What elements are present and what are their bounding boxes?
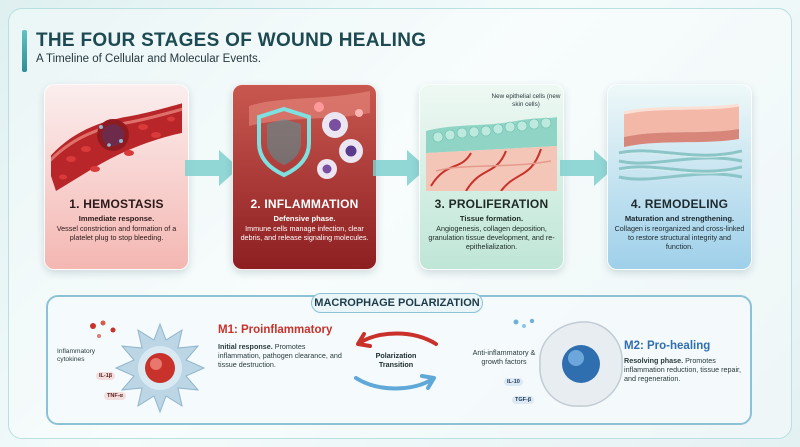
m1-macrophage-icon [114, 322, 206, 414]
stage-card-hemostasis: 1. HEMOSTASIS Immediate response. Vessel… [44, 84, 189, 270]
arrow-right-icon [185, 150, 239, 186]
shield-immune-cells-icon [249, 91, 370, 179]
stage-title: 2. INFLAMMATION [250, 197, 359, 211]
m1-factor-label: Inflammatory cytokines [57, 348, 96, 363]
stage-description: Collagen is reorganized and cross-linked… [614, 224, 745, 251]
stage-description: Angiogenesis, collagen deposition, granu… [428, 224, 555, 251]
tissue-layers-icon [426, 117, 557, 191]
stage-subtitle: Defensive phase. [273, 214, 336, 223]
blood-vessel-clot-icon [51, 103, 182, 191]
stage-description: Immune cells manage infection, clear deb… [240, 224, 369, 242]
m1-tag: IL-1β [96, 372, 116, 380]
stage-card-proliferation: New epithelial cells (new skin cells) 3.… [419, 84, 564, 270]
polarization-transition-arrows-icon [354, 331, 438, 391]
page-subtitle: A Timeline of Cellular and Molecular Eve… [36, 53, 261, 65]
macrophage-panel-label: MACROPHAGE POLARIZATION [311, 293, 483, 313]
growth-factor-particles-icon [513, 318, 535, 328]
polarization-transition-label: Polarization Transition [375, 351, 417, 369]
pathogen-particles-icon [90, 320, 116, 338]
stage-title: 4. REMODELING [630, 197, 729, 211]
title-accent-bar [22, 30, 27, 72]
m1-description: Initial response. Promotes inflammation,… [218, 342, 348, 369]
m1-desc-text: Promotes inflammation, pathogen clearanc… [218, 342, 342, 369]
m1-title: M1: Proinflammatory [218, 324, 333, 336]
m2-title: M2: Pro-healing [624, 340, 711, 352]
stage-subtitle: Maturation and strengthening. [624, 214, 735, 223]
arrow-right-icon [373, 150, 427, 186]
stage-subtitle: Tissue formation. [459, 214, 524, 223]
stage-title: 3. PROLIFERATION [434, 197, 549, 211]
arrow-right-icon [560, 150, 614, 186]
stage-card-inflammation: 2. INFLAMMATION Defensive phase. Immune … [232, 84, 377, 270]
page-title: THE FOUR STAGES OF WOUND HEALING [36, 30, 427, 51]
stage-title: 1. HEMOSTASIS [69, 197, 164, 211]
m2-macrophage-icon [539, 321, 623, 407]
m2-factor-label: Anti-inflammatory & growth factors [472, 348, 536, 366]
m2-tag: IL-10 [504, 378, 523, 386]
m1-subtitle: Initial response. [218, 342, 273, 351]
new-skin-cells-callout: New epithelial cells (new skin cells) [491, 93, 561, 108]
m2-description: Resolving phase. Promotes inflammation r… [624, 356, 744, 383]
collagen-fibers-icon [618, 103, 743, 181]
stage-card-remodeling: 4. REMODELING Maturation and strengtheni… [607, 84, 752, 270]
stage-description: Vessel constriction and formation of a p… [56, 224, 177, 242]
m2-subtitle: Resolving phase. [624, 356, 684, 365]
stage-subtitle: Immediate response. [78, 214, 155, 223]
m1-tag: TNF-α [104, 392, 126, 400]
m2-tag: TGF-β [512, 396, 535, 404]
m2-desc-text: Promotes inflammation reduction, tissue … [624, 356, 742, 383]
